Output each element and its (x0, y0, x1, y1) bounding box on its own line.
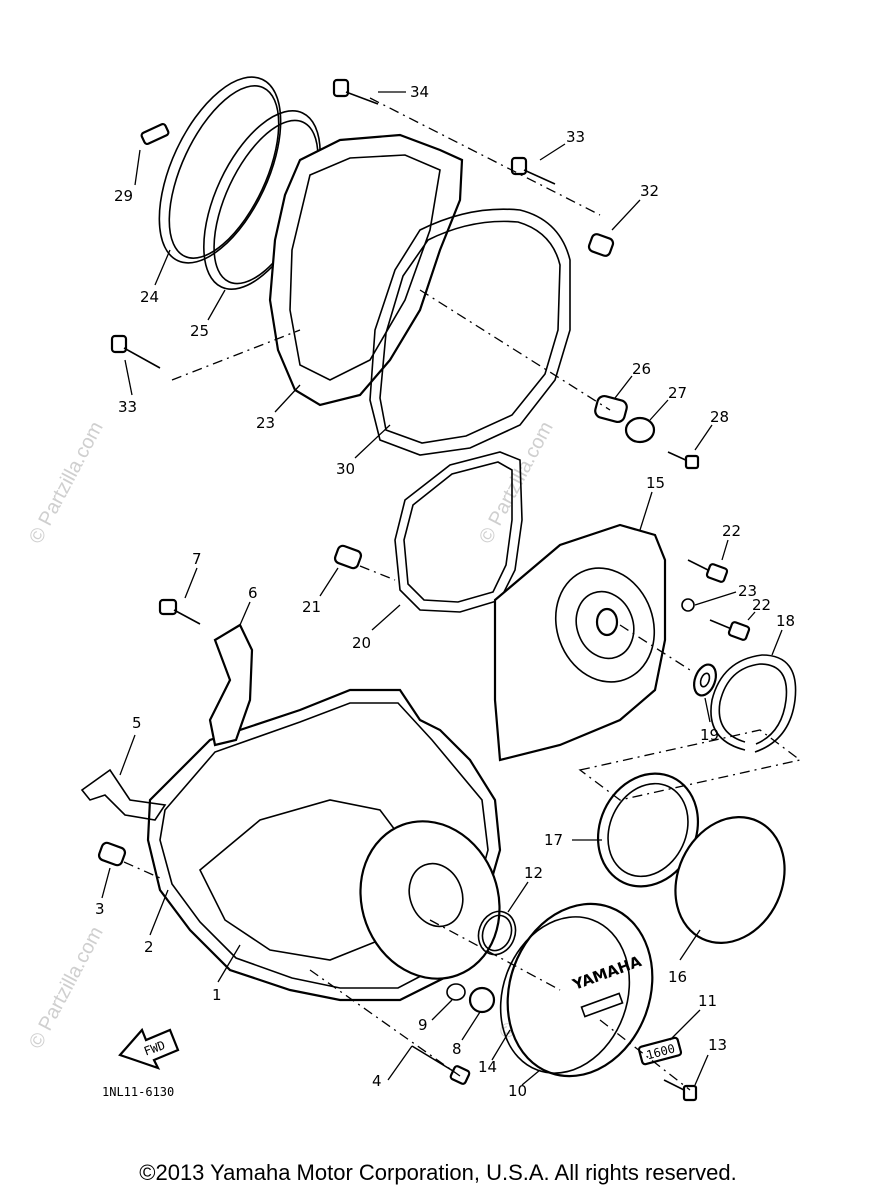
callout-32: 32 (640, 182, 659, 200)
callout-17: 17 (544, 831, 563, 849)
watermark-left: © Partzilla.com (25, 418, 108, 547)
callout-15: 15 (646, 474, 665, 492)
callout-30: 29 (114, 187, 133, 205)
callout-8: 8 (452, 1040, 462, 1058)
callout-5: 5 (132, 714, 142, 732)
callout-33-left: 33 (118, 398, 137, 416)
callout-20: 20 (352, 634, 371, 652)
part-15-cover (493, 523, 667, 762)
callout-6: 6 (248, 584, 258, 602)
callout-27: 26 (632, 360, 651, 378)
callout-13: 13 (708, 1036, 727, 1054)
lower-assembly: YAMAHA 1600 FWD 1NL11-6130 (80, 598, 802, 1102)
drawing-code: 1NL11-6130 (102, 1085, 174, 1099)
part-32-dowel (587, 233, 615, 257)
callout-3: 3 (95, 900, 105, 918)
copyright-notice: ©2013 Yamaha Motor Corporation, U.S.A. A… (139, 1160, 737, 1185)
callout-22-upper: 22 (722, 522, 741, 540)
part-3-dowel (97, 841, 127, 867)
part-24-clutch-cover (268, 133, 464, 407)
exploded-parts-diagram: © Partzilla.com © Partzilla.com © Partzi… (25, 76, 802, 1102)
callout-14: 14 (478, 1058, 497, 1076)
part-5-bracket (80, 768, 167, 821)
callout-28: 27 (668, 384, 687, 402)
callout-23: 23 (738, 582, 757, 600)
part-27-dowel (594, 394, 628, 424)
part-8-plug (468, 986, 496, 1014)
callout-1: 1 (212, 986, 222, 1004)
callout-9: 9 (418, 1016, 428, 1034)
part-11-plate (637, 1036, 683, 1066)
part-4-bolt (411, 1045, 471, 1085)
part-13-screw (663, 1079, 698, 1102)
callout-25: 24 (140, 288, 159, 306)
callout-33-upper: 33 (566, 128, 585, 146)
callout-2: 2 (144, 938, 154, 956)
callout-7: 7 (192, 550, 202, 568)
callout-29: 28 (710, 408, 729, 426)
part-25-ring (158, 76, 282, 264)
callout-34: 34 (410, 83, 429, 101)
callout-12: 12 (524, 864, 543, 882)
callouts: 34 33 32 29 24 25 33 23 30 26 27 28 15 2… (95, 83, 795, 1100)
part-31-gasket (369, 208, 571, 456)
part-6-bracket (208, 623, 254, 747)
part-28-seal (624, 416, 656, 444)
part-34-bolt (332, 78, 379, 105)
callout-19: 19 (700, 726, 719, 744)
part-7-bolt (158, 598, 201, 625)
part-18-circlip (710, 654, 797, 753)
callout-11: 11 (698, 992, 717, 1010)
callout-16: 16 (668, 968, 687, 986)
part-33-bolt-left (110, 334, 161, 369)
part-22-bolt-lower (709, 619, 751, 641)
callout-22-lower: 22 (752, 596, 771, 614)
callout-31: 30 (336, 460, 355, 478)
callout-24: 23 (256, 414, 275, 432)
middle-assembly (333, 451, 797, 762)
upper-cover-assembly (110, 76, 700, 470)
part-9-oring (446, 983, 466, 1001)
part-16-cap (674, 816, 786, 944)
callout-21: 21 (302, 598, 321, 616)
callout-4: 4 (372, 1072, 382, 1090)
callout-26: 25 (190, 322, 209, 340)
callout-10: 10 (508, 1082, 527, 1100)
part-20-gasket (394, 451, 523, 613)
part-33-bolt-upper (510, 156, 556, 185)
part-30-clip (140, 122, 170, 146)
watermark-mid: © Partzilla.com (475, 418, 558, 547)
part-29-screw (667, 451, 700, 470)
part-19-washer (693, 663, 717, 697)
callout-18: 18 (776, 612, 795, 630)
watermark-lower-left: © Partzilla.com (25, 923, 108, 1052)
part-22-bolt-upper (687, 559, 729, 583)
part-12-oring (477, 910, 517, 956)
part-23-oring (681, 598, 695, 612)
svg-text:FWD: FWD (142, 1038, 167, 1059)
fwd-arrow-icon: FWD (118, 1027, 180, 1070)
part-21-dowel (333, 544, 363, 570)
